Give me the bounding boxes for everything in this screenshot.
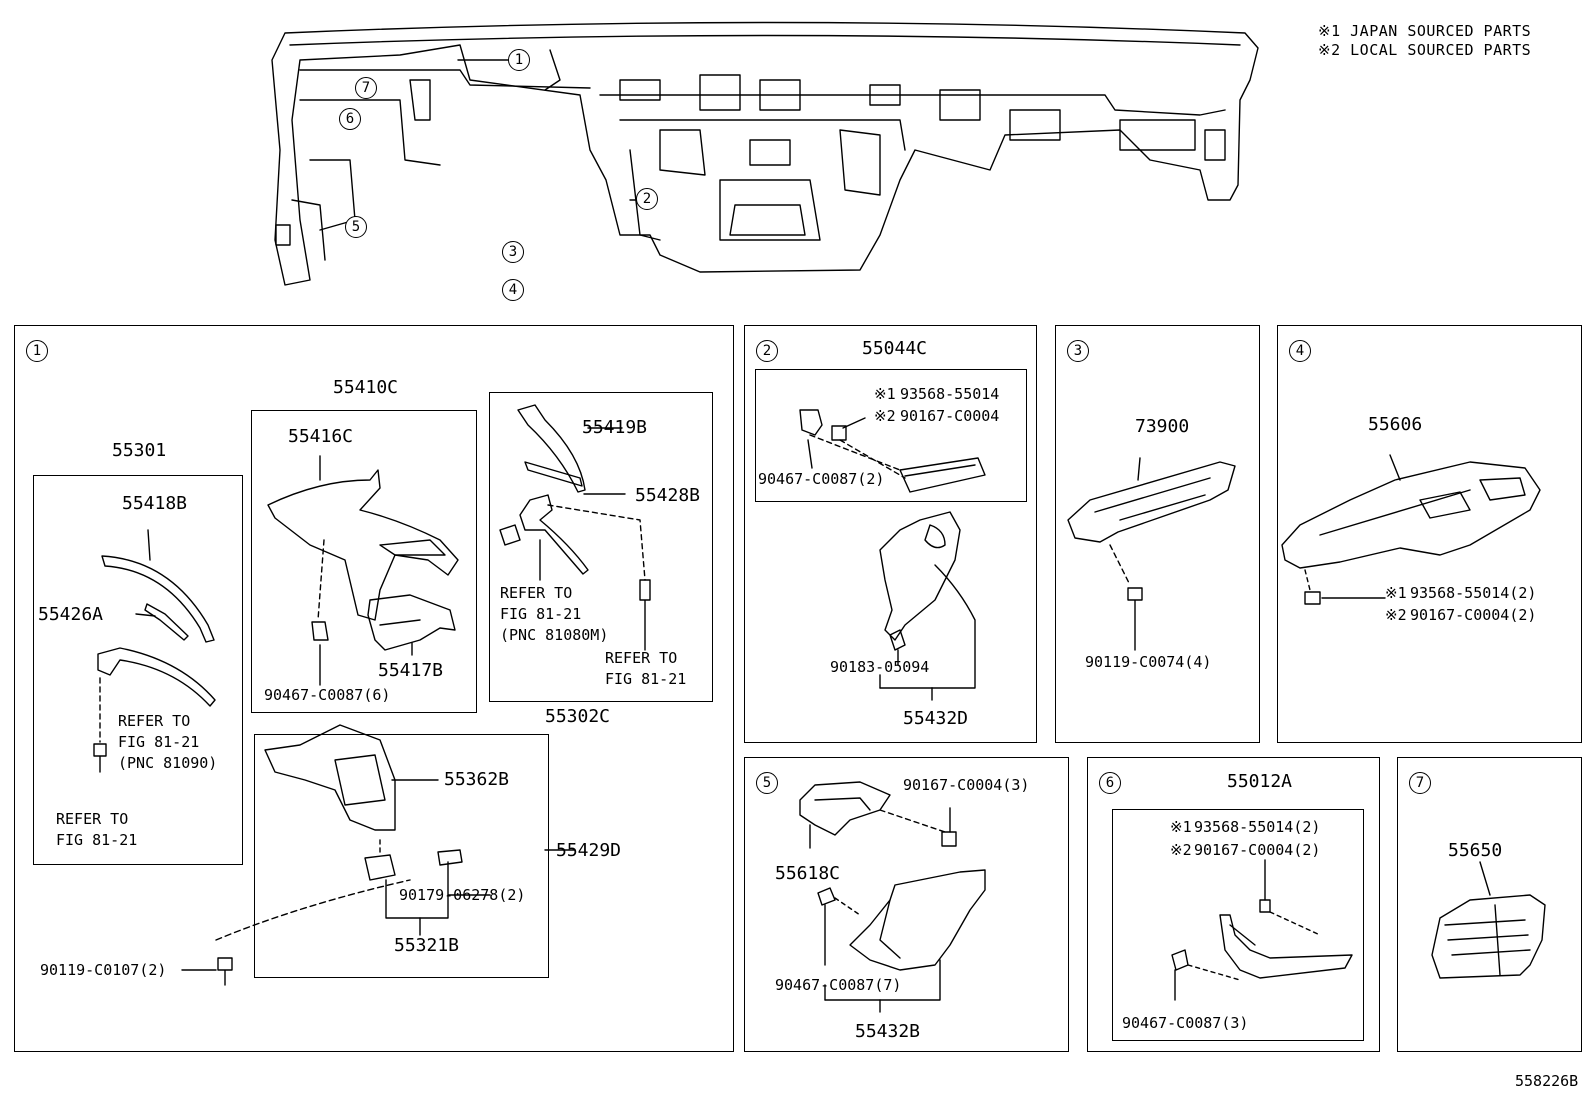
refer4-line1: REFER TO: [605, 649, 678, 667]
panel-2-number: 2: [756, 340, 778, 362]
part-90467-C0087-3: 90467-C0087(3): [1122, 1014, 1249, 1032]
panel6-part-93568-55014-2: 93568-55014(2): [1194, 818, 1321, 836]
refer1-line1: REFER TO: [118, 712, 191, 730]
panel3-drawings: [1067, 457, 1236, 651]
subassembly-55044C-box: [755, 369, 1027, 502]
overview-callout-6: 6: [339, 108, 361, 130]
part-90119-C0107-2: 90119-C0107(2): [40, 961, 167, 979]
refer3-line2: FIG 81-21: [500, 605, 582, 623]
panel6-part-90167-C0004-2: 90167-C0004(2): [1194, 841, 1321, 859]
panel4-note1-mark: ※1: [1385, 584, 1407, 602]
part-55302C: 55302C: [545, 706, 611, 727]
subassembly-55301-box: [33, 475, 243, 865]
panel2-drawings: [799, 409, 986, 701]
part-55650: 55650: [1448, 840, 1503, 861]
panel4-drawings: [1281, 454, 1541, 605]
refer1-line2: FIG 81-21: [118, 733, 200, 751]
part-55044C: 55044C: [862, 338, 928, 359]
part-55012A: 55012A: [1227, 771, 1293, 792]
figure-id: 558226B: [1515, 1072, 1579, 1090]
part-90183-05094: 90183-05094: [830, 658, 930, 676]
note1-mark: ※1: [874, 385, 896, 403]
panel-6-number: 6: [1099, 772, 1121, 794]
part-55416C: 55416C: [288, 426, 354, 447]
part-55419B: 55419B: [582, 417, 648, 438]
panel-1-number: 1: [26, 340, 48, 362]
panel-3: [1055, 325, 1260, 743]
part-55417B: 55417B: [378, 660, 444, 681]
refer4-line2: FIG 81-21: [605, 670, 687, 688]
panel5-drawings: [799, 781, 986, 1013]
subassembly-55410C-box: [251, 410, 477, 713]
panel-2: [744, 325, 1037, 743]
part-90467-C0087-2: 90467-C0087(2): [758, 470, 885, 488]
overview-callout-3: 3: [502, 241, 524, 263]
subassembly-55012A-box: [1112, 809, 1364, 1041]
panel4-part-90167-C0004-2: 90167-C0004(2): [1410, 606, 1537, 624]
panel1-drawings: [93, 404, 651, 986]
panel-4-number: 4: [1289, 340, 1311, 362]
refer2-line1: REFER TO: [56, 810, 129, 828]
overview-callout-2: 2: [636, 188, 658, 210]
part-55410C: 55410C: [333, 377, 399, 398]
subassembly-55429D-box: [254, 734, 549, 978]
panel-6: [1087, 757, 1380, 1052]
panel-5-number: 5: [756, 772, 778, 794]
panel-7-number: 7: [1409, 772, 1431, 794]
part-55321B: 55321B: [394, 935, 460, 956]
panel4-note2-mark: ※2: [1385, 606, 1407, 624]
part-55432D: 55432D: [903, 708, 969, 729]
part-55426A: 55426A: [38, 604, 104, 625]
panel-3-number: 3: [1067, 340, 1089, 362]
refer3-line3: (PNC 81080M): [500, 626, 609, 644]
part-90119-C0074-4: 90119-C0074(4): [1085, 653, 1212, 671]
panel6-note2-mark: ※2: [1170, 841, 1192, 859]
part-90467-C0087-6: 90467-C0087(6): [264, 686, 391, 704]
note2-mark: ※2: [874, 407, 896, 425]
part-55418B: 55418B: [122, 493, 188, 514]
part-55301: 55301: [112, 440, 167, 461]
part-90167-C0004: 90167-C0004: [900, 407, 1000, 425]
note-japan-sourced: ※1 JAPAN SOURCED PARTS: [1318, 22, 1532, 40]
overview-callout-4: 4: [502, 279, 524, 301]
panel6-note1-mark: ※1: [1170, 818, 1192, 836]
panel-4: [1277, 325, 1582, 743]
refer3-line1: REFER TO: [500, 584, 573, 602]
part-55606: 55606: [1368, 414, 1423, 435]
panel-7: [1397, 757, 1582, 1052]
part-55429D: 55429D: [556, 840, 622, 861]
part-90167-C0004-3: 90167-C0004(3): [903, 776, 1030, 794]
part-93568-55014: 93568-55014: [900, 385, 1000, 403]
subassembly-55302C-box: [489, 392, 713, 702]
refer1-line3: (PNC 81090): [118, 754, 218, 772]
part-73900: 73900: [1135, 416, 1190, 437]
panel4-part-93568-55014-2: 93568-55014(2): [1410, 584, 1537, 602]
overview-callout-5: 5: [345, 216, 367, 238]
overview-callout-1: 1: [508, 49, 530, 71]
overview-callout-7: 7: [355, 77, 377, 99]
part-55362B: 55362B: [444, 769, 510, 790]
part-90467-C0087-7: 90467-C0087(7): [775, 976, 902, 994]
part-55618C: 55618C: [775, 863, 841, 884]
panel7-drawings: [1431, 861, 1546, 979]
instrument-panel-overview: [271, 21, 1259, 286]
part-55432B: 55432B: [855, 1021, 921, 1042]
part-90179-06278-2: 90179-06278(2): [399, 886, 526, 904]
panel-5: [744, 757, 1069, 1052]
note-local-sourced: ※2 LOCAL SOURCED PARTS: [1318, 41, 1532, 59]
panel-1: [14, 325, 734, 1052]
panel6-drawings: [1171, 859, 1353, 1001]
refer2-line2: FIG 81-21: [56, 831, 138, 849]
part-55428B: 55428B: [635, 485, 701, 506]
